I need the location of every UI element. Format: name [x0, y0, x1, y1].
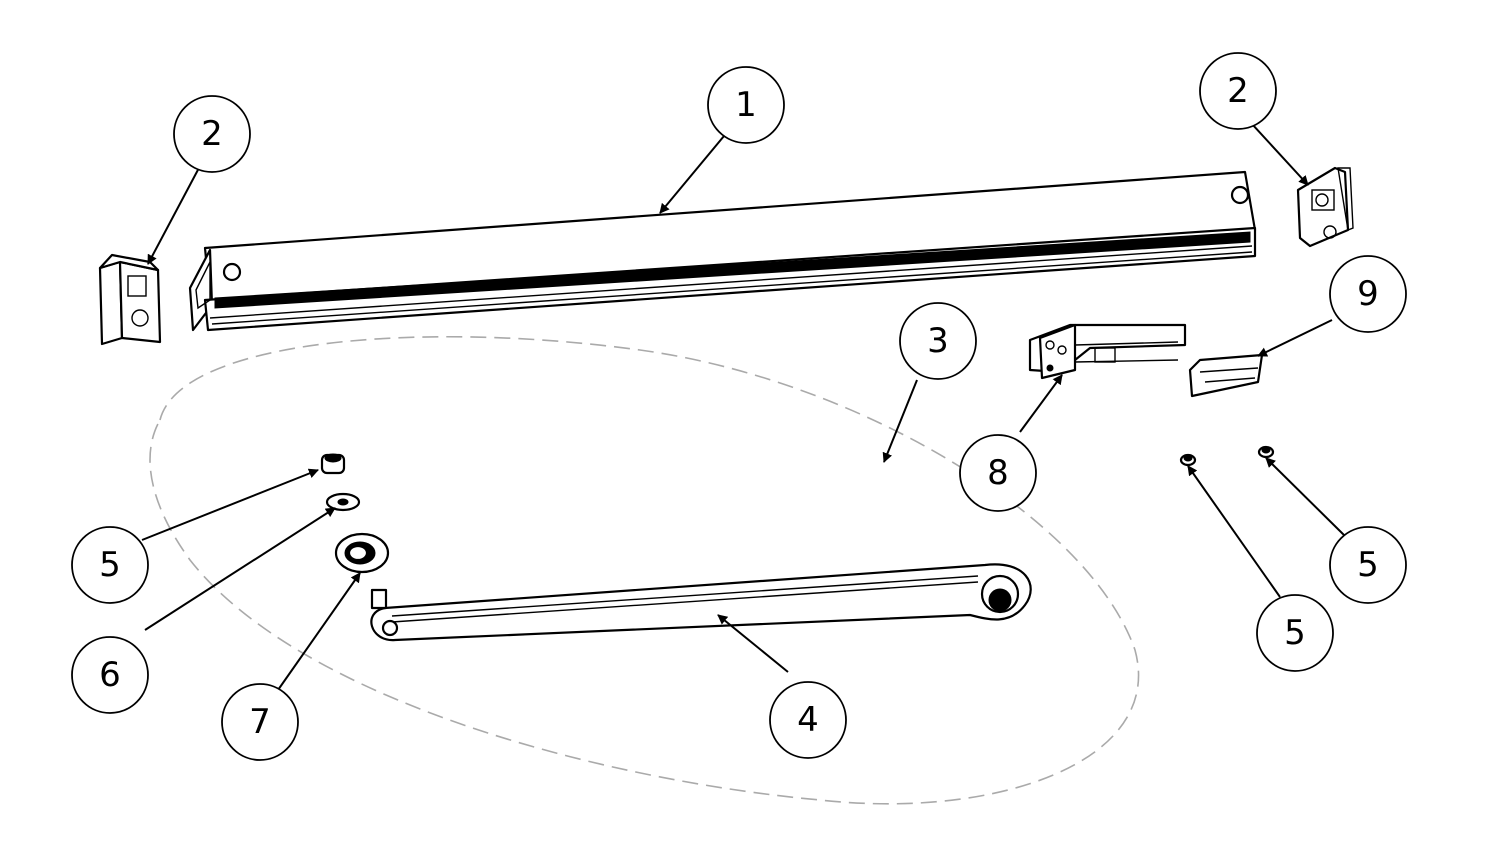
arm-assembly-outline — [149, 335, 1140, 805]
callout-7: 7 — [221, 683, 299, 761]
end-cap-left — [98, 253, 162, 346]
svg-text:1: 1 — [735, 85, 757, 125]
callout-4: 4 — [769, 681, 847, 759]
end-cap-right — [1296, 166, 1354, 248]
screw-mid — [1179, 453, 1197, 467]
svg-text:7: 7 — [249, 702, 271, 742]
callout-5-right: 5 — [1329, 526, 1407, 604]
slider-block — [1028, 323, 1187, 380]
svg-text:9: 9 — [1357, 274, 1379, 314]
callout-1: 1 — [707, 66, 785, 144]
screw-right — [1257, 445, 1275, 459]
roller-bearing — [334, 532, 390, 574]
callout-6: 6 — [71, 636, 149, 714]
svg-text:5: 5 — [1284, 613, 1306, 653]
nut-left — [320, 453, 346, 475]
callout-2-left: 2 — [173, 95, 251, 173]
svg-text:4: 4 — [797, 700, 819, 740]
svg-text:3: 3 — [927, 321, 949, 361]
washer — [325, 492, 361, 512]
track-rail — [188, 170, 1257, 332]
arm — [370, 563, 1032, 642]
callout-8: 8 — [959, 434, 1037, 512]
leader-lines — [141, 123, 1346, 691]
svg-text:5: 5 — [1357, 545, 1379, 585]
callout-5-mid: 5 — [1256, 594, 1334, 672]
callout-5-left: 5 — [71, 526, 149, 604]
clip-bracket — [1188, 353, 1264, 398]
svg-text:5: 5 — [99, 545, 121, 585]
svg-text:6: 6 — [99, 655, 121, 695]
callout-3: 3 — [899, 302, 977, 380]
svg-text:2: 2 — [1227, 71, 1249, 111]
callout-9: 9 — [1329, 255, 1407, 333]
svg-text:2: 2 — [201, 114, 223, 154]
callout-2-right: 2 — [1199, 52, 1277, 130]
svg-text:8: 8 — [987, 453, 1009, 493]
